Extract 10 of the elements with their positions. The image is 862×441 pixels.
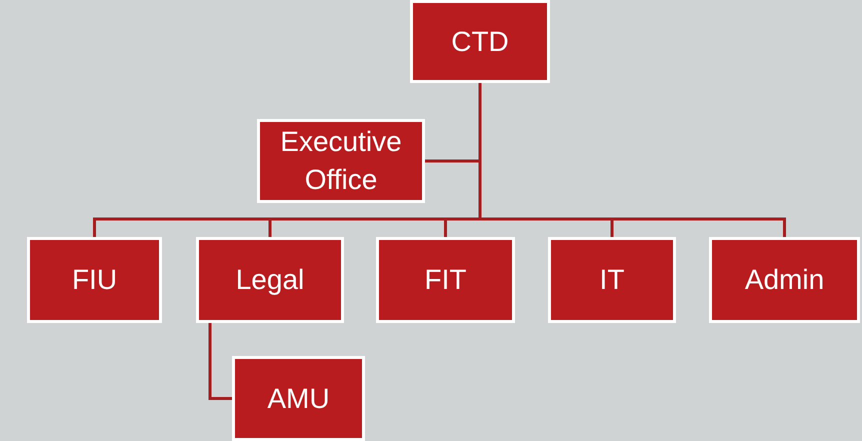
org-box: Executive Office	[257, 119, 425, 203]
org-box: FIU	[27, 237, 162, 323]
org-box: FIT	[376, 237, 515, 323]
connector-line	[208, 323, 232, 400]
connector-line	[478, 83, 786, 237]
org-box: AMU	[232, 356, 365, 441]
org-box: Admin	[709, 237, 860, 323]
org-box: IT	[548, 237, 676, 323]
org-box: Legal	[196, 237, 344, 323]
org-box: CTD	[410, 0, 550, 83]
